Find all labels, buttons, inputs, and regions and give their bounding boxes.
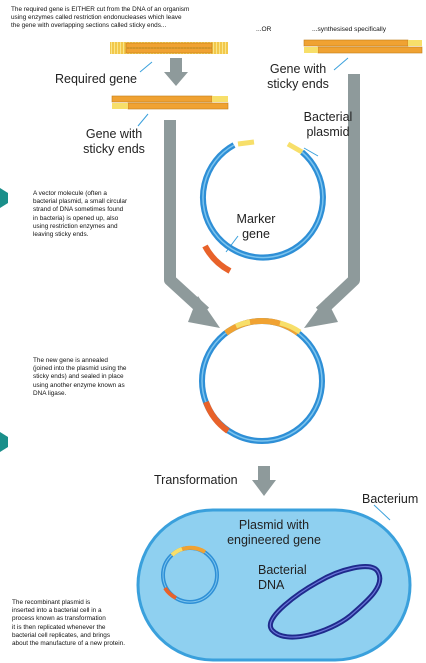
label-transformation: Transformation — [154, 473, 238, 487]
label-plasmid-engineered: Plasmid with engineered gene — [227, 518, 321, 547]
bullet-marker — [0, 432, 8, 452]
label-marker-gene: Marker gene — [236, 212, 276, 241]
synthesised-gene-strand — [303, 39, 423, 54]
label-bacterial-plasmid: Bacterial plasmid — [303, 110, 353, 139]
label-bacterium: Bacterium — [362, 492, 419, 506]
process-arrows — [164, 58, 360, 496]
note-recombinant: The recombinant plasmid is inserted into… — [12, 599, 125, 648]
note-vector: A vector molecule (often a bacterial pla… — [33, 190, 128, 239]
label-required-gene: Required gene — [55, 72, 138, 86]
note-annealed: The new gene is annealed (joined into th… — [33, 357, 127, 397]
label-gene-sticky-ends-right: Gene with sticky ends — [267, 62, 329, 91]
note-synthesised: ...synthesised specifically — [312, 26, 387, 33]
bacterium-cell — [136, 508, 412, 662]
label-gene-sticky-ends-left: Gene with sticky ends — [83, 127, 145, 156]
cut-gene-with-sticky-ends — [111, 95, 229, 110]
note-cut-gene: The required gene is EITHER cut from the… — [11, 6, 190, 30]
bullet-marker — [0, 188, 8, 208]
note-or: ...OR — [256, 26, 272, 33]
recombinant-plasmid — [199, 318, 325, 444]
organism-dna-strand — [110, 42, 228, 54]
bacterial-plasmid-open — [199, 139, 326, 274]
label-bacterial-dna: Bacterial DNA — [258, 563, 307, 592]
